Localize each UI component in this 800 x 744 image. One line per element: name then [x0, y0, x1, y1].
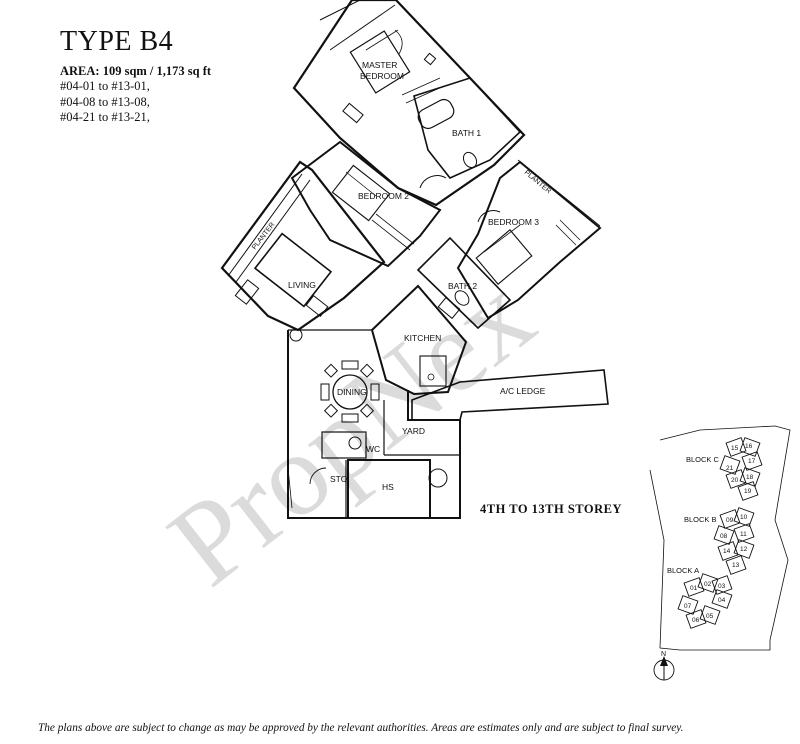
room-label-dining: DINING — [337, 387, 367, 397]
bedroom-3-area — [419, 159, 602, 320]
unit-number: 03 — [718, 583, 726, 590]
room-label-ac-ledge: A/C LEDGE — [500, 386, 546, 396]
block-c-outline — [719, 437, 763, 501]
unit-number: 06 — [692, 617, 700, 624]
block-label: BLOCK B — [684, 515, 717, 524]
block-label: BLOCK A — [667, 566, 699, 575]
unit-number: 01 — [690, 585, 698, 592]
unit-number: 14 — [723, 548, 731, 555]
room-label-master-bedroom: BEDROOM — [360, 71, 404, 81]
room-label-wc: WC — [366, 444, 380, 454]
block-a-outline — [677, 573, 733, 629]
room-label-yard: YARD — [402, 426, 425, 436]
site-plan-key — [649, 425, 791, 681]
unit-number: 11 — [740, 531, 747, 538]
unit-number: 18 — [746, 474, 754, 481]
master-bedroom-wing — [292, 0, 526, 207]
unit-number: 15 — [731, 445, 739, 452]
site-plan-labels: BLOCK C BLOCK B BLOCK A 15 16 17 21 20 1… — [661, 443, 756, 658]
unit-number: 19 — [744, 488, 752, 495]
unit-numbers-line: #04-21 to #13-21, — [60, 110, 150, 124]
watermark-text: PropNex — [145, 249, 556, 611]
unit-number: 10 — [740, 514, 748, 521]
unit-number: 16 — [745, 443, 753, 450]
unit-number: 21 — [726, 465, 734, 472]
unit-number: 12 — [740, 546, 748, 553]
north-label: N — [661, 651, 666, 658]
dining-table — [320, 360, 380, 423]
unit-number: 04 — [718, 597, 726, 604]
unit-number: 08 — [720, 533, 728, 540]
disclaimer-text: The plans above are subject to change as… — [38, 722, 684, 734]
room-label-bedroom-3: BEDROOM 3 — [488, 217, 539, 227]
room-label-store: STO — [330, 474, 348, 484]
room-label-bath-2: BATH 2 — [448, 281, 477, 291]
unit-number: 02 — [704, 581, 712, 588]
unit-number-list: #04-01 to #13-01, #04-08 to #13-08, #04-… — [60, 79, 211, 126]
room-label-kitchen: KITCHEN — [404, 333, 441, 343]
room-label-hs: HS — [382, 482, 394, 492]
ac-ledge — [411, 369, 609, 421]
unit-area: AREA: 109 sqm / 1,173 sq ft — [60, 64, 212, 78]
room-label-bath-1: BATH 1 — [452, 128, 481, 138]
north-arrow-icon — [653, 656, 675, 681]
bedroom-2-area — [290, 140, 442, 268]
bath-2 — [416, 236, 512, 330]
unit-numbers-line: #04-08 to #13-08, — [60, 94, 150, 109]
room-label-bedroom-2: BEDROOM 2 — [358, 191, 409, 201]
room-label-planter-right: PLANTER — [523, 169, 552, 195]
unit-number: 20 — [731, 477, 739, 484]
unit-number: 17 — [748, 458, 756, 465]
room-label-master: MASTER — [362, 60, 397, 70]
unit-number: 09 — [726, 517, 734, 524]
block-label: BLOCK C — [686, 455, 720, 464]
bath-1 — [401, 77, 522, 179]
unit-number: 05 — [706, 613, 714, 620]
unit-number: 07 — [684, 603, 692, 610]
storey-range-label: 4TH TO 13TH STOREY — [480, 502, 623, 516]
kitchen-area — [370, 284, 468, 396]
living-area — [220, 160, 386, 342]
unit-number: 13 — [732, 562, 740, 569]
header-block: TYPE B4 AREA: 109 sqm / 1,173 sq ft #04-… — [60, 28, 211, 126]
unit-type-title: TYPE B4 — [60, 26, 174, 57]
unit-numbers-line: #04-01 to #13-01, — [60, 79, 150, 93]
block-b-outline — [713, 507, 755, 575]
room-label-living: LIVING — [288, 280, 316, 290]
lower-service-area — [287, 329, 461, 519]
